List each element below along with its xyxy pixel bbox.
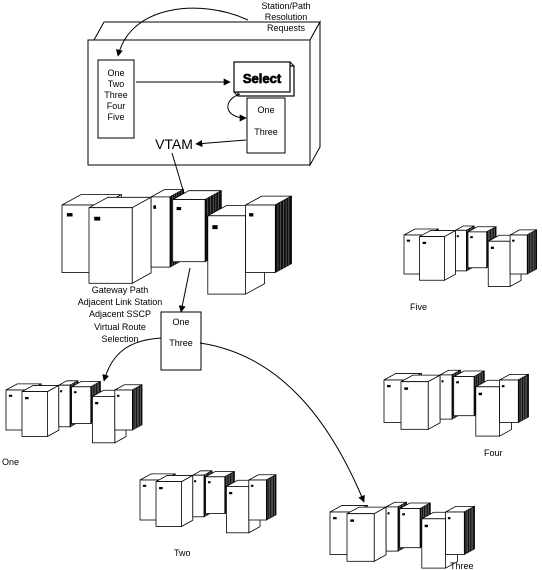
selected-item: One: [257, 105, 274, 115]
host-three-mainframe: [329, 501, 475, 569]
svg-text:Adjacent SSCP: Adjacent SSCP: [89, 309, 151, 319]
route-item: Three: [169, 338, 193, 348]
cabinet-unit: [400, 374, 441, 430]
host-two-mainframe: [139, 470, 277, 534]
route-to-three-arrow: [199, 342, 365, 503]
cabinet-unit: [114, 384, 143, 431]
request-label: Station/Path Resolution Requests: [261, 1, 310, 33]
host-one-mainframe: [5, 380, 143, 444]
selected-item: Three: [254, 127, 278, 137]
cabinet-unit: [248, 474, 277, 521]
cabinet-unit: [88, 196, 152, 284]
cabinet-unit: [21, 384, 60, 438]
svg-text:Gateway Path: Gateway Path: [92, 285, 149, 295]
request-arrow: [116, 7, 249, 57]
cabinet-unit: [419, 229, 456, 281]
selected-list-box: One Three: [246, 97, 286, 154]
host-label-five: Five: [410, 302, 427, 312]
host-label-four: Four: [484, 448, 503, 458]
cabinet-unit: [346, 506, 387, 562]
host-label-one: One: [2, 457, 19, 467]
cabinet-unit: [499, 373, 529, 424]
candidate-item: Two: [108, 79, 125, 89]
candidate-item: Five: [107, 112, 124, 122]
cabinet-unit: [245, 195, 292, 274]
main-host-mainframe: [61, 188, 292, 295]
gateway-label: Gateway Path Adjacent Link Station Adjac…: [78, 285, 163, 344]
host-five-mainframe: [403, 225, 537, 288]
candidate-item: Three: [104, 90, 128, 100]
route-to-one-arrow: [102, 337, 162, 382]
cabinet-unit: [509, 229, 537, 275]
cabinet-unit: [155, 474, 194, 528]
candidate-item: One: [107, 68, 124, 78]
host-to-route-arrow: [178, 267, 191, 313]
select-box: Select: [233, 61, 295, 97]
vtam-label: VTAM: [155, 136, 193, 152]
select-to-result-arrow: [227, 93, 247, 122]
candidate-list-box: One Two Three Four Five: [97, 59, 135, 139]
svg-text:Adjacent Link Station: Adjacent Link Station: [78, 297, 163, 307]
cabinet-unit: [445, 505, 475, 556]
host-four-mainframe: [383, 369, 529, 437]
svg-text:Requests: Requests: [267, 23, 306, 33]
svg-text:Station/Path: Station/Path: [261, 1, 310, 11]
svg-text:Selection: Selection: [101, 334, 138, 344]
select-label: Select: [243, 71, 282, 86]
candidate-item: Four: [107, 101, 126, 111]
route-list-box: One Three: [160, 311, 202, 371]
svg-text:Resolution: Resolution: [265, 12, 308, 22]
svg-text:Virtual Route: Virtual Route: [94, 322, 146, 332]
route-item: One: [172, 317, 189, 327]
host-label-two: Two: [174, 548, 191, 558]
host-label-three: Three: [450, 561, 474, 570]
result-to-vtam-arrow: [195, 139, 247, 147]
